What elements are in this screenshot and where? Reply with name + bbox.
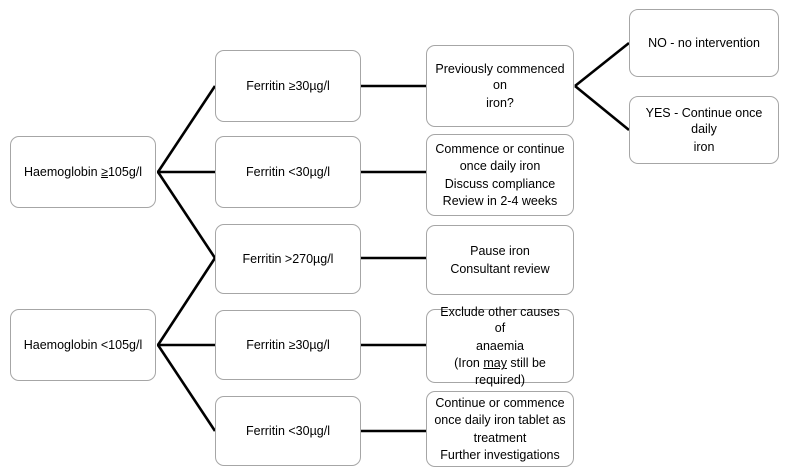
node-pause-iron-line2: Consultant review	[450, 261, 550, 276]
node-previously-commenced-line2: iron?	[486, 95, 514, 110]
node-exclude-line3: (Iron may still be required)	[454, 356, 546, 387]
node-exclude-other-causes[interactable]: Exclude other causes of anaemia (Iron ma…	[426, 305, 574, 387]
node-ferritin-high-2[interactable]: Ferritin ≥30µg/l	[215, 310, 361, 380]
node-haemoglobin-low-label: Haemoglobin <105g/l	[23, 337, 143, 352]
node-ferritin-low-1-label: Ferritin <30µg/l	[246, 164, 330, 179]
node-exclude-line2: anaemia	[476, 338, 524, 353]
node-yes-continue-line2: iron	[693, 139, 715, 154]
node-yes-continue-iron[interactable]: YES - Continue once daily iron	[629, 96, 779, 164]
node-continue-or-commence[interactable]: Continue or commence once daily iron tab…	[426, 391, 574, 467]
node-continue-line4: Further investigations	[440, 448, 560, 462]
node-continue-line2: once daily iron tablet as	[434, 413, 566, 427]
node-pause-iron[interactable]: Pause iron Consultant review	[426, 225, 574, 295]
edge-hb-high-to-ferritin-high	[156, 85, 217, 173]
node-commence-or-continue[interactable]: Commence or continue once daily iron Dis…	[426, 134, 574, 216]
edge-prev-iron-to-yes	[574, 84, 630, 132]
node-commence-line4: Review in 2-4 weeks	[442, 194, 558, 208]
node-ferritin-low-1[interactable]: Ferritin <30µg/l	[215, 136, 361, 208]
node-ferritin-high-1-label: Ferritin ≥30µg/l	[246, 78, 330, 93]
node-continue-line3: treatment	[473, 430, 527, 445]
node-exclude-line1: Exclude other causes of	[440, 304, 560, 336]
edge-hb-low-to-ferritin-low2	[156, 344, 217, 432]
node-previously-commenced-line1: Previously commenced on	[435, 61, 565, 93]
node-ferritin-high-1[interactable]: Ferritin ≥30µg/l	[215, 50, 361, 122]
node-no-intervention[interactable]: NO - no intervention	[629, 9, 779, 77]
node-commence-line2: once daily iron	[459, 159, 541, 173]
node-ferritin-low-2-label: Ferritin <30µg/l	[246, 423, 330, 438]
edge-prev-iron-to-no	[574, 41, 630, 88]
node-ferritin-low-2[interactable]: Ferritin <30µg/l	[215, 396, 361, 466]
node-continue-line1: Continue or commence	[435, 395, 565, 410]
node-pause-iron-line1: Pause iron	[470, 244, 530, 258]
node-previously-commenced-on-iron[interactable]: Previously commenced on iron?	[426, 45, 574, 127]
node-no-intervention-label: NO - no intervention	[648, 35, 760, 50]
node-commence-line1: Commence or continue	[435, 141, 565, 156]
node-yes-continue-line1: YES - Continue once daily	[645, 105, 763, 137]
edge-hb-high-to-ferritin-270	[156, 171, 217, 259]
edge-hb-low-to-ferritin-270	[156, 257, 217, 346]
node-ferritin-270[interactable]: Ferritin >270µg/l	[215, 224, 361, 294]
node-ferritin-270-label: Ferritin >270µg/l	[242, 251, 334, 266]
node-haemoglobin-high-label: Haemoglobin ≥105g/l	[23, 164, 143, 179]
node-haemoglobin-high[interactable]: Haemoglobin ≥105g/l	[10, 136, 156, 208]
node-ferritin-high-2-label: Ferritin ≥30µg/l	[246, 337, 330, 352]
node-commence-line3: Discuss compliance	[444, 176, 556, 191]
node-haemoglobin-low[interactable]: Haemoglobin <105g/l	[10, 309, 156, 381]
